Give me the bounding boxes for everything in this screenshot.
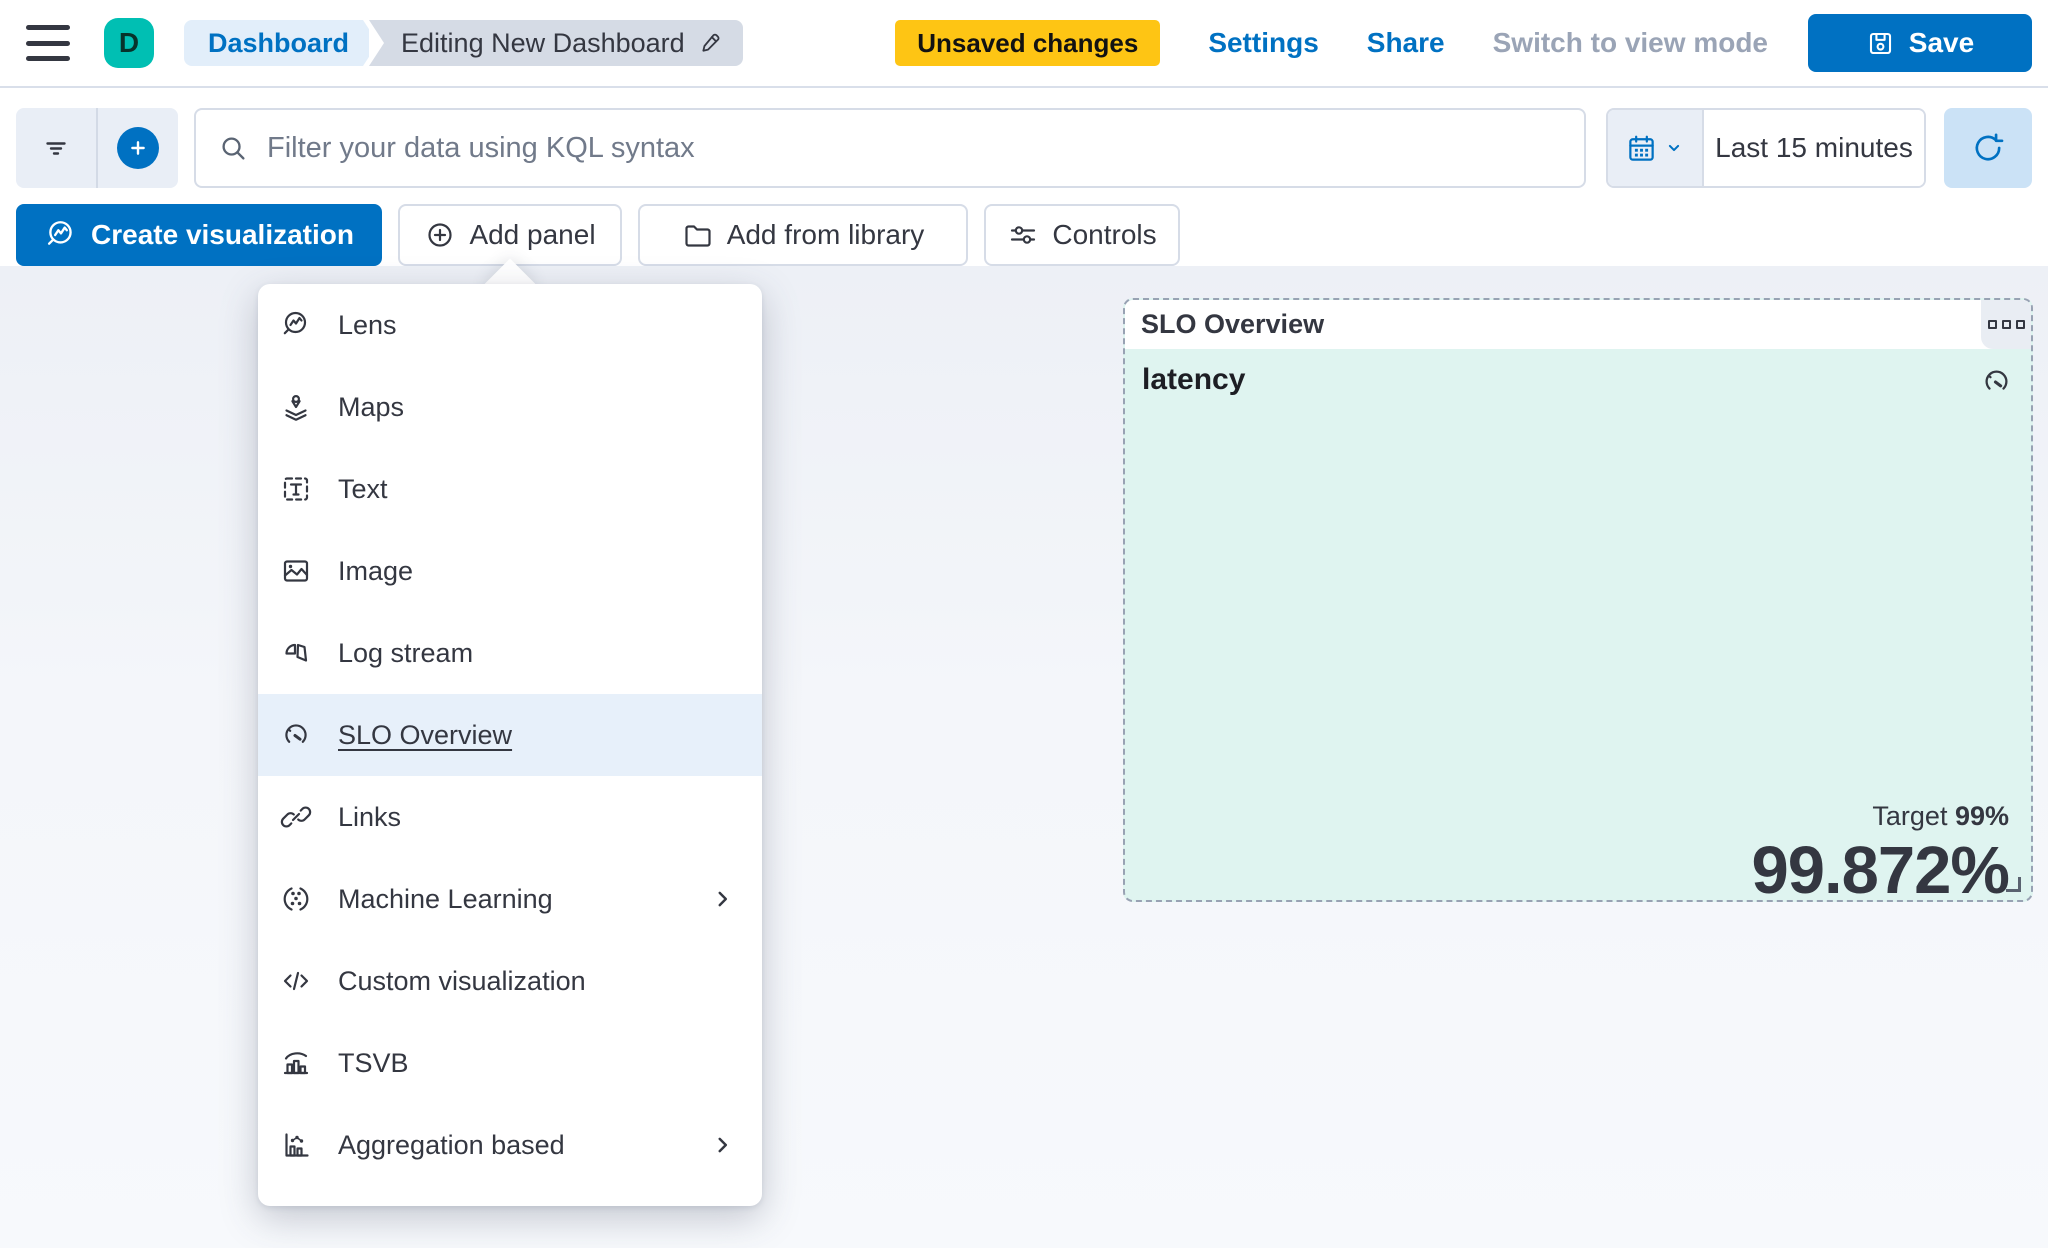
kql-search-input[interactable] (267, 131, 1562, 165)
kql-search-box (194, 108, 1586, 188)
slo-kpi: Target 99% 99.872% (1751, 801, 2010, 902)
breadcrumb-editing[interactable]: Editing New Dashboard (369, 20, 743, 66)
sliders-icon (1011, 226, 1036, 244)
chevron-right-icon (708, 884, 738, 914)
panel-header: SLO Overview (1125, 300, 2031, 349)
gauge-icon (1980, 365, 2013, 403)
refresh-button[interactable] (1944, 108, 2032, 188)
menu-item-lens[interactable]: Lens (258, 284, 762, 366)
filter-icon (46, 142, 66, 155)
filter-controls (16, 108, 178, 188)
lens-icon (283, 311, 307, 335)
menu-item-image[interactable]: Image (258, 530, 762, 612)
create-visualization-button[interactable]: Create visualization (16, 204, 382, 266)
app-chrome: D Dashboard Editing New Dashboard Unsave… (0, 0, 2048, 266)
save-button[interactable]: Save (1808, 14, 2032, 72)
maps-icon (285, 394, 307, 421)
lens-icon (47, 221, 72, 245)
add-panel-button[interactable]: Add panel (398, 204, 622, 266)
code-icon (283, 971, 309, 991)
slo-overview-panel[interactable]: SLO Overview latency Target 99% 99.872% (1123, 298, 2033, 902)
menu-item-label: Machine Learning (338, 883, 553, 914)
pencil-icon (702, 33, 720, 52)
breadcrumb-dashboard[interactable]: Dashboard (184, 20, 379, 66)
breadcrumb: Dashboard Editing New Dashboard (184, 20, 743, 66)
plus-in-circle-icon (428, 223, 453, 247)
calendar-dropdown-button[interactable] (1608, 110, 1704, 186)
add-from-library-button[interactable]: Add from library (638, 204, 968, 266)
calendar-icon (1628, 135, 1654, 161)
tsvb-icon (283, 1052, 309, 1075)
menu-item-label: TSVB (338, 1047, 409, 1078)
menu-item-tsvb[interactable]: TSVB (258, 1022, 762, 1104)
slo-name: latency (1142, 363, 1246, 396)
add-filter-button[interactable] (98, 108, 178, 188)
breadcrumb-editing-label: Editing New Dashboard (401, 27, 685, 58)
slo-target: Target 99% (1872, 801, 2009, 831)
panel-options-button[interactable] (1981, 300, 2031, 349)
search-icon (222, 136, 245, 160)
add-panel-menu: Lens Maps Text Image (258, 284, 762, 1206)
menu-item-label: Aggregation based (338, 1129, 565, 1160)
text-icon (283, 477, 309, 501)
menu-item-label: Links (338, 801, 402, 832)
menu-item-links[interactable]: Links (258, 776, 762, 858)
save-icon (1869, 32, 1891, 54)
gauge-icon (285, 724, 307, 743)
menu-item-slo-overview[interactable]: SLO Overview (258, 694, 762, 776)
menu-item-label: SLO Overview (338, 719, 513, 750)
save-button-label: Save (1908, 27, 1975, 58)
switch-view-mode-link[interactable]: Switch to view mode (1492, 27, 1768, 58)
menu-item-text[interactable]: Text (258, 448, 762, 530)
create-visualization-label: Create visualization (91, 219, 354, 250)
plus-circle-icon (117, 127, 159, 169)
slo-value: 99.872% (1751, 833, 2010, 902)
add-panel-label: Add panel (469, 219, 596, 250)
folder-icon (685, 225, 711, 247)
controls-button[interactable]: Controls (984, 204, 1180, 266)
menu-item-machine-learning[interactable]: Machine Learning (258, 858, 762, 940)
time-range-value[interactable]: Last 15 minutes (1704, 110, 1924, 186)
slo-panel-body: latency Target 99% 99.872% (1125, 349, 2031, 902)
unsaved-changes-badge: Unsaved changes (895, 20, 1161, 66)
space-avatar[interactable]: D (104, 18, 154, 68)
menu-item-log-stream[interactable]: Log stream (258, 612, 762, 694)
menu-item-label: Image (338, 555, 414, 586)
boxes-horizontal-icon (1987, 320, 1997, 329)
menu-item-label: Custom visualization (338, 965, 586, 996)
chevron-right-icon (708, 1130, 738, 1160)
panel-resize-handle[interactable] (2006, 877, 2021, 892)
filter-button[interactable] (16, 108, 98, 188)
chevron-down-icon (1668, 144, 1679, 152)
settings-link[interactable]: Settings (1208, 27, 1319, 58)
top-bar: D Dashboard Editing New Dashboard Unsave… (0, 0, 2048, 88)
refresh-icon (1975, 133, 2004, 161)
image-icon (283, 560, 309, 582)
menu-hamburger-icon[interactable] (26, 25, 70, 61)
slo-target-value: 99% (1954, 801, 2009, 831)
machine-learning-icon (283, 887, 309, 911)
log-stream-icon (285, 643, 308, 662)
menu-item-maps[interactable]: Maps (258, 366, 762, 448)
time-picker: Last 15 minutes (1606, 108, 1926, 188)
panel-title: SLO Overview (1141, 309, 1325, 339)
menu-item-label: Maps (338, 391, 405, 422)
add-from-library-label: Add from library (726, 219, 925, 250)
edit-toolbar: Create visualization Add panel Add from … (0, 204, 2048, 266)
query-bar: Last 15 minutes (0, 108, 2048, 188)
menu-item-label: Text (338, 473, 388, 504)
share-link[interactable]: Share (1366, 27, 1445, 58)
menu-item-label: Lens (338, 309, 397, 340)
aggregation-icon (285, 1133, 309, 1157)
controls-label: Controls (1052, 219, 1157, 250)
menu-item-custom-visualization[interactable]: Custom visualization (258, 940, 762, 1022)
menu-item-label: Log stream (338, 637, 474, 668)
menu-item-aggregation-based[interactable]: Aggregation based (258, 1104, 762, 1186)
link-icon (280, 806, 312, 828)
